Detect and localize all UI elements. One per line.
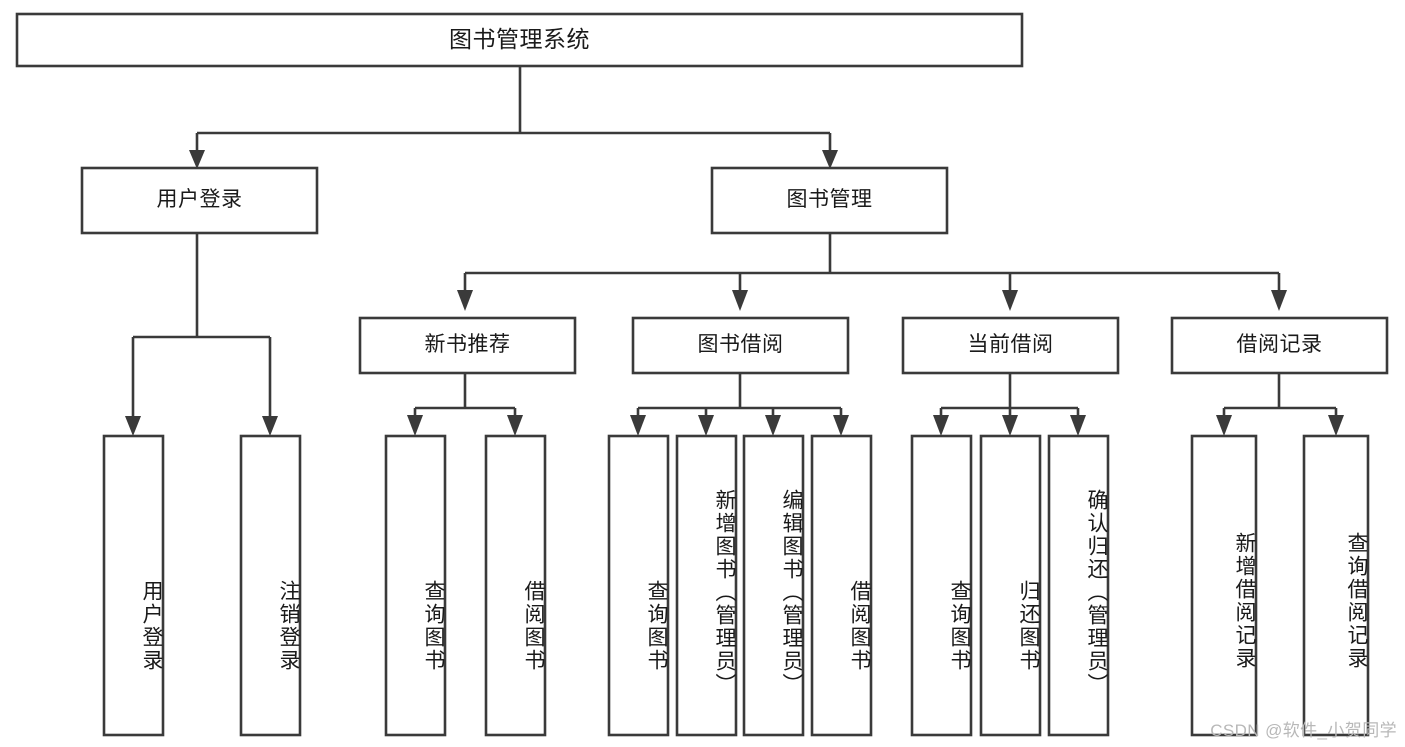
arrow-head-leaf-logout	[262, 416, 278, 436]
node-current-borrow[interactable]	[901, 316, 1120, 375]
node-new-book-recommend[interactable]	[358, 316, 577, 375]
arrow-head-leaf-query-book-2	[630, 415, 646, 436]
arrow-head-book-mgmt	[822, 150, 838, 169]
node-leaf-borrow-book-2[interactable]	[810, 434, 873, 737]
node-leaf-user-login[interactable]	[102, 434, 165, 737]
node-leaf-return-book[interactable]	[979, 434, 1042, 737]
node-leaf-query-book-1[interactable]	[384, 434, 447, 737]
node-leaf-confirm-return[interactable]	[1047, 434, 1110, 737]
node-leaf-query-book-2[interactable]	[607, 434, 670, 737]
node-leaf-logout[interactable]	[239, 434, 302, 737]
arrow-head-current-borrow	[1002, 290, 1018, 311]
node-user-login[interactable]	[80, 166, 319, 235]
node-leaf-query-book-3[interactable]	[910, 434, 973, 737]
arrow-head-leaf-return-book	[1002, 415, 1018, 436]
connector-group-root	[189, 66, 838, 169]
connector-group-book-borrow	[630, 373, 849, 436]
arrow-head-new-book-rec	[457, 290, 473, 311]
arrow-head-user-login	[189, 150, 205, 169]
node-root[interactable]	[15, 12, 1024, 68]
connector-group-user-login	[125, 233, 278, 436]
arrow-head-leaf-query-book-1	[407, 415, 423, 436]
arrow-head-leaf-confirm-return	[1070, 415, 1086, 436]
arrow-head-leaf-edit-book	[765, 415, 781, 436]
node-borrow-record[interactable]	[1170, 316, 1389, 375]
arrow-head-leaf-add-book	[698, 415, 714, 436]
arrow-head-leaf-borrow-book-1	[507, 415, 523, 436]
arrow-head-book-borrow	[732, 290, 748, 311]
node-leaf-borrow-book-1[interactable]	[484, 434, 547, 737]
node-book-management[interactable]	[710, 166, 949, 235]
connector-group-current-borrow	[933, 373, 1086, 436]
node-leaf-edit-book[interactable]	[742, 434, 805, 737]
node-leaf-query-record[interactable]	[1302, 434, 1370, 737]
node-leaf-add-record[interactable]	[1190, 434, 1258, 737]
connector-group-book-mgmt	[457, 233, 1287, 311]
connector-group-new-book-rec	[407, 373, 523, 436]
connector-group-borrow-record	[1216, 373, 1344, 436]
arrow-head-borrow-record	[1271, 290, 1287, 311]
arrow-head-leaf-user-login	[125, 416, 141, 436]
arrow-head-leaf-add-record	[1216, 415, 1232, 436]
node-leaf-add-book[interactable]	[675, 434, 738, 737]
arrow-head-leaf-query-book-3	[933, 415, 949, 436]
node-book-borrow[interactable]	[631, 316, 850, 375]
arrow-head-leaf-borrow-book-2	[833, 415, 849, 436]
arrow-head-leaf-query-record	[1328, 415, 1344, 436]
